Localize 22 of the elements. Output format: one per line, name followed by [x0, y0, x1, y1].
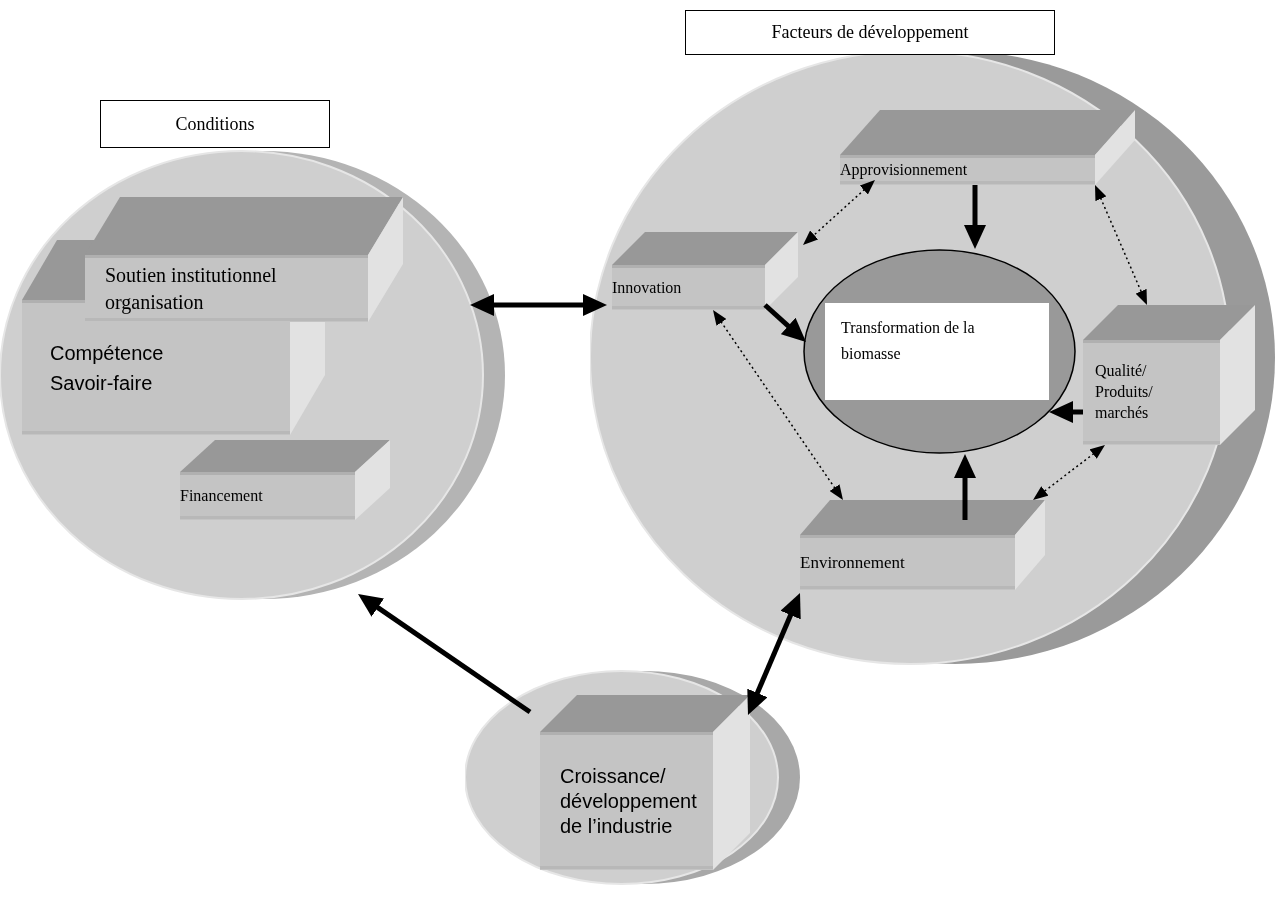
block-label: Compétence Savoir-faire: [50, 340, 165, 396]
block-label: Soutien institutionnel organisation: [105, 262, 278, 316]
dotted-arrow: [1033, 445, 1105, 500]
dotted-arrow: [1095, 185, 1147, 305]
heading-box: Facteurs de développement: [685, 10, 1055, 55]
arrow: [470, 294, 607, 316]
arrow: [954, 454, 976, 520]
arrow: [763, 303, 806, 342]
text-panel: Transformation de la biomasse: [825, 303, 1049, 400]
arrow: [1049, 401, 1083, 423]
dotted-arrow: [803, 180, 875, 245]
block-label: Qualité/ Produits/ marchés: [1095, 361, 1154, 423]
block-label: Croissance/ développement de l’industrie: [560, 763, 698, 839]
arrow: [358, 594, 532, 715]
arrow: [964, 185, 986, 249]
block-label: Financement: [180, 486, 263, 506]
block-label: Environnement: [800, 551, 905, 574]
block-label: Approvisionnement: [840, 160, 968, 181]
block-label: Innovation: [612, 277, 682, 298]
arrow: [747, 593, 801, 715]
dotted-arrow: [713, 310, 843, 500]
heading-box: Conditions: [100, 100, 330, 148]
